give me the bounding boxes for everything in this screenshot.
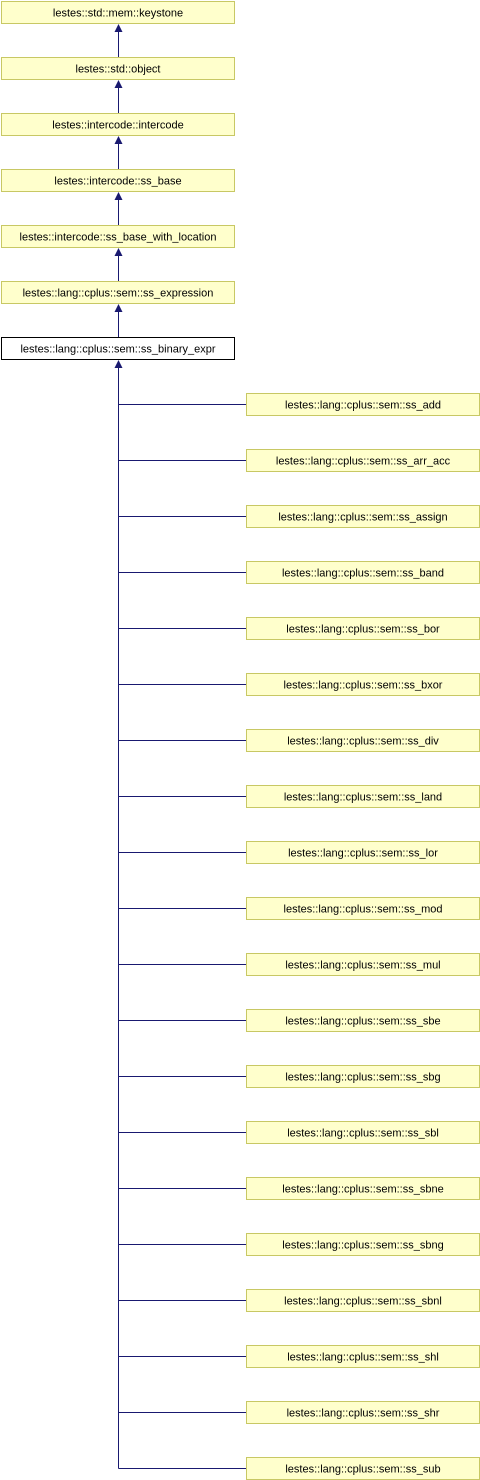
child-node-lestes-lang-cplus-sem-ss-bor[interactable]: lestes::lang::cplus::sem::ss_bor — [246, 617, 480, 640]
ancestor-node-lestes-std-mem-keystone[interactable]: lestes::std::mem::keystone — [1, 1, 235, 24]
child-node-lestes-lang-cplus-sem-ss-sbng-label: lestes::lang::cplus::sem::ss_sbng — [282, 1240, 443, 1252]
child-node-lestes-lang-cplus-sem-ss-arr-acc-label: lestes::lang::cplus::sem::ss_arr_acc — [276, 456, 451, 468]
child-node-lestes-lang-cplus-sem-ss-sbe-label: lestes::lang::cplus::sem::ss_sbe — [285, 1016, 440, 1028]
ancestor-node-lestes-intercode-ss-base-label: lestes::intercode::ss_base — [54, 176, 181, 188]
child-node-lestes-lang-cplus-sem-ss-sbnl-label: lestes::lang::cplus::sem::ss_sbnl — [284, 1296, 442, 1308]
ancestor-node-lestes-intercode-intercode[interactable]: lestes::intercode::intercode — [1, 113, 235, 136]
focus-class-node[interactable]: lestes::lang::cplus::sem::ss_binary_expr — [1, 337, 235, 360]
child-node-lestes-lang-cplus-sem-ss-sbg-label: lestes::lang::cplus::sem::ss_sbg — [285, 1072, 440, 1084]
child-node-lestes-lang-cplus-sem-ss-sbne[interactable]: lestes::lang::cplus::sem::ss_sbne — [246, 1177, 480, 1200]
ancestor-node-lestes-lang-cplus-sem-ss-expression[interactable]: lestes::lang::cplus::sem::ss_expression — [1, 281, 235, 304]
child-node-lestes-lang-cplus-sem-ss-shr[interactable]: lestes::lang::cplus::sem::ss_shr — [246, 1401, 480, 1424]
child-node-lestes-lang-cplus-sem-ss-land[interactable]: lestes::lang::cplus::sem::ss_land — [246, 785, 480, 808]
child-node-lestes-lang-cplus-sem-ss-div-label: lestes::lang::cplus::sem::ss_div — [287, 736, 439, 748]
child-node-lestes-lang-cplus-sem-ss-sbl[interactable]: lestes::lang::cplus::sem::ss_sbl — [246, 1121, 480, 1144]
focus-class-node-label: lestes::lang::cplus::sem::ss_binary_expr — [20, 344, 215, 356]
child-node-lestes-lang-cplus-sem-ss-assign-label: lestes::lang::cplus::sem::ss_assign — [278, 512, 447, 524]
ancestor-node-lestes-intercode-ss-base-with-location-box — [1, 225, 235, 248]
ancestor-node-lestes-lang-cplus-sem-ss-expression-box — [1, 281, 235, 304]
ancestor-node-lestes-intercode-ss-base-with-location[interactable]: lestes::intercode::ss_base_with_location — [1, 225, 235, 248]
child-node-lestes-lang-cplus-sem-ss-shr-label: lestes::lang::cplus::sem::ss_shr — [287, 1408, 440, 1420]
ancestor-node-lestes-intercode-ss-base-with-location-label: lestes::intercode::ss_base_with_location — [20, 232, 217, 244]
child-node-lestes-lang-cplus-sem-ss-add-label: lestes::lang::cplus::sem::ss_add — [285, 400, 441, 412]
child-node-lestes-lang-cplus-sem-ss-sbl-label: lestes::lang::cplus::sem::ss_sbl — [287, 1128, 439, 1140]
ancestor-node-lestes-intercode-ss-base[interactable]: lestes::intercode::ss_base — [1, 169, 235, 192]
child-node-lestes-lang-cplus-sem-ss-sub-label: lestes::lang::cplus::sem::ss_sub — [285, 1464, 440, 1476]
ancestor-node-lestes-std-object-label: lestes::std::object — [76, 64, 161, 76]
focus-class-node-box — [1, 337, 235, 360]
child-node-lestes-lang-cplus-sem-ss-lor-label: lestes::lang::cplus::sem::ss_lor — [288, 848, 438, 860]
ancestor-node-lestes-std-object[interactable]: lestes::std::object — [1, 57, 235, 80]
child-node-lestes-lang-cplus-sem-ss-shl[interactable]: lestes::lang::cplus::sem::ss_shl — [246, 1345, 480, 1368]
child-node-lestes-lang-cplus-sem-ss-mul-label: lestes::lang::cplus::sem::ss_mul — [285, 960, 440, 972]
ancestor-node-lestes-intercode-ss-base-box — [1, 169, 235, 192]
child-node-lestes-lang-cplus-sem-ss-assign[interactable]: lestes::lang::cplus::sem::ss_assign — [246, 505, 480, 528]
child-node-lestes-lang-cplus-sem-ss-bxor-label: lestes::lang::cplus::sem::ss_bxor — [284, 680, 443, 692]
child-node-lestes-lang-cplus-sem-ss-band-label: lestes::lang::cplus::sem::ss_band — [282, 568, 444, 580]
ancestor-node-lestes-intercode-intercode-label: lestes::intercode::intercode — [52, 120, 183, 132]
child-node-lestes-lang-cplus-sem-ss-sbnl[interactable]: lestes::lang::cplus::sem::ss_sbnl — [246, 1289, 480, 1312]
child-node-lestes-lang-cplus-sem-ss-land-label: lestes::lang::cplus::sem::ss_land — [284, 792, 442, 804]
child-node-lestes-lang-cplus-sem-ss-div[interactable]: lestes::lang::cplus::sem::ss_div — [246, 729, 480, 752]
child-node-lestes-lang-cplus-sem-ss-sbe[interactable]: lestes::lang::cplus::sem::ss_sbe — [246, 1009, 480, 1032]
child-node-lestes-lang-cplus-sem-ss-band[interactable]: lestes::lang::cplus::sem::ss_band — [246, 561, 480, 584]
child-node-lestes-lang-cplus-sem-ss-add[interactable]: lestes::lang::cplus::sem::ss_add — [246, 393, 480, 416]
ancestor-node-lestes-intercode-intercode-box — [1, 113, 235, 136]
child-node-lestes-lang-cplus-sem-ss-bxor[interactable]: lestes::lang::cplus::sem::ss_bxor — [246, 673, 480, 696]
child-node-lestes-lang-cplus-sem-ss-mod[interactable]: lestes::lang::cplus::sem::ss_mod — [246, 897, 480, 920]
ancestor-node-lestes-std-object-box — [1, 57, 235, 80]
child-node-lestes-lang-cplus-sem-ss-sbng[interactable]: lestes::lang::cplus::sem::ss_sbng — [246, 1233, 480, 1256]
ancestor-node-lestes-lang-cplus-sem-ss-expression-label: lestes::lang::cplus::sem::ss_expression — [23, 288, 214, 300]
child-node-lestes-lang-cplus-sem-ss-bor-label: lestes::lang::cplus::sem::ss_bor — [286, 624, 440, 636]
child-node-lestes-lang-cplus-sem-ss-shl-label: lestes::lang::cplus::sem::ss_shl — [287, 1352, 439, 1364]
child-node-lestes-lang-cplus-sem-ss-mul[interactable]: lestes::lang::cplus::sem::ss_mul — [246, 953, 480, 976]
ancestor-node-lestes-std-mem-keystone-label: lestes::std::mem::keystone — [53, 8, 183, 20]
child-node-lestes-lang-cplus-sem-ss-sbne-label: lestes::lang::cplus::sem::ss_sbne — [282, 1184, 443, 1196]
child-node-lestes-lang-cplus-sem-ss-lor[interactable]: lestes::lang::cplus::sem::ss_lor — [246, 841, 480, 864]
child-node-lestes-lang-cplus-sem-ss-mod-label: lestes::lang::cplus::sem::ss_mod — [284, 904, 443, 916]
child-node-lestes-lang-cplus-sem-ss-arr-acc[interactable]: lestes::lang::cplus::sem::ss_arr_acc — [246, 449, 480, 472]
inheritance-edges — [114, 24, 247, 1469]
ancestor-node-lestes-std-mem-keystone-box — [1, 1, 235, 24]
child-node-lestes-lang-cplus-sem-ss-sbg[interactable]: lestes::lang::cplus::sem::ss_sbg — [246, 1065, 480, 1088]
child-node-lestes-lang-cplus-sem-ss-sub[interactable]: lestes::lang::cplus::sem::ss_sub — [246, 1457, 480, 1480]
